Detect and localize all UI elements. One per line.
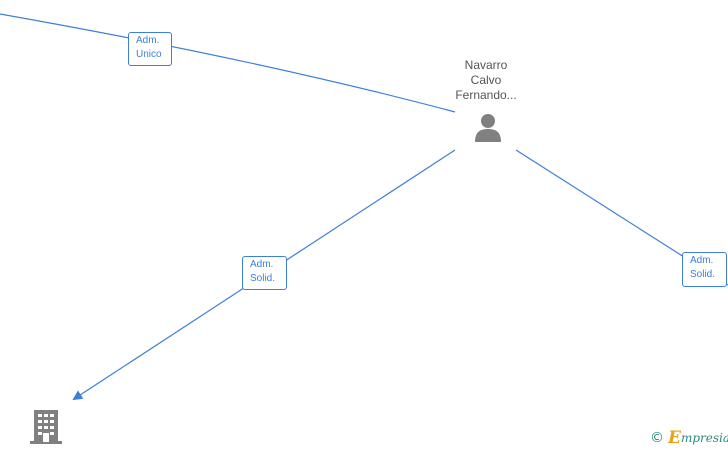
edge-label-solid-right[interactable]: Adm. Solid. — [682, 252, 727, 287]
building-icon[interactable] — [30, 408, 62, 444]
edge-label-line: Solid. — [250, 273, 276, 284]
edge-label-line: Solid. — [690, 269, 716, 280]
person-name-line: Calvo — [470, 73, 502, 87]
edge-label-line: Unico — [136, 49, 162, 60]
person-name-line: Navarro — [464, 58, 508, 72]
edge-label-solid-left[interactable]: Adm. Solid. — [242, 256, 287, 290]
brand-name: mpresia — [680, 431, 728, 445]
edge-label-line: Adm. — [136, 35, 160, 46]
person-node[interactable]: Navarro Calvo Fernando... — [445, 58, 527, 103]
empresia-watermark: © E mpresia — [650, 428, 728, 448]
edge-unico — [0, 13, 456, 113]
edge-label-line: Adm. — [690, 255, 714, 266]
edge-label-line: Adm. — [250, 259, 274, 270]
brand-initial: E — [668, 428, 681, 448]
edge-label-unico[interactable]: Adm. Unico — [128, 32, 172, 66]
copyright-symbol: © — [650, 430, 664, 446]
person-icon[interactable] — [474, 113, 502, 143]
person-name: Navarro Calvo Fernando... — [445, 58, 527, 103]
person-name-line: Fernando... — [455, 88, 517, 102]
